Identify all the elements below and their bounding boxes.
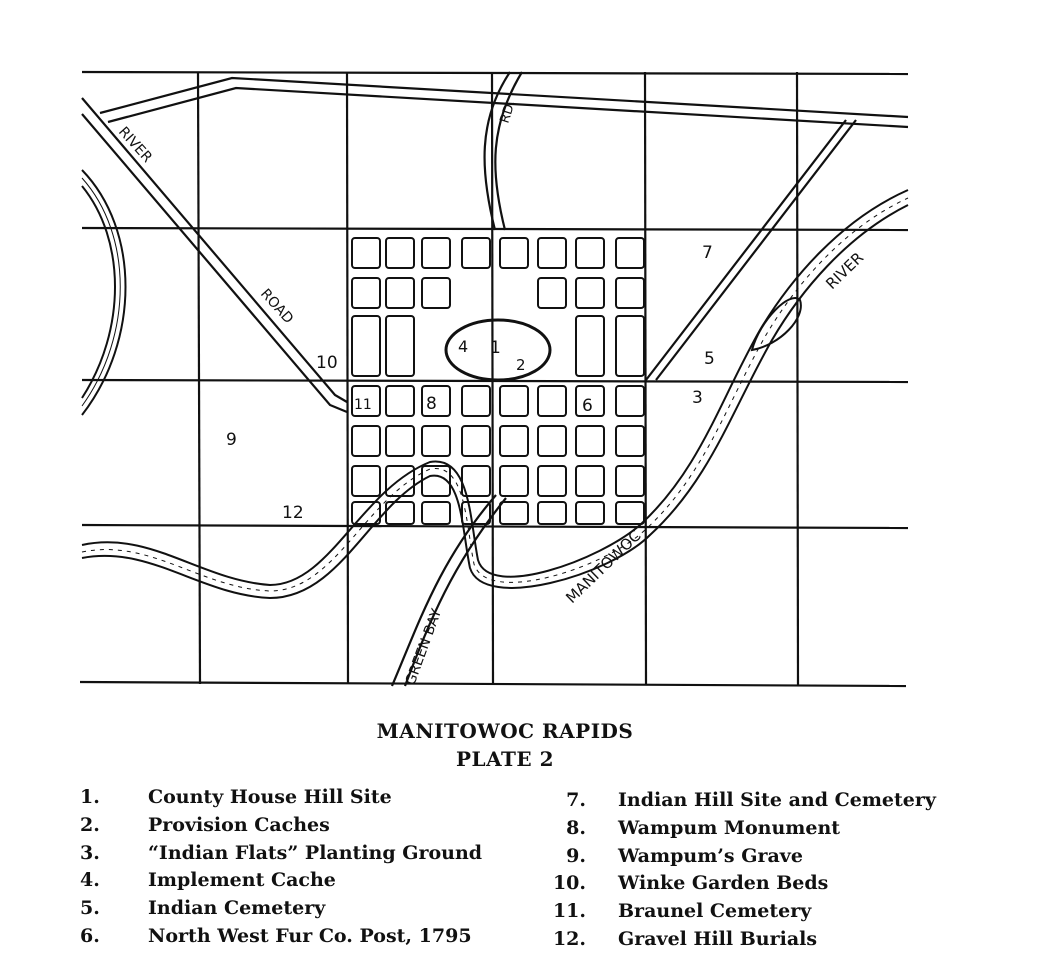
town-block — [615, 315, 645, 377]
legend-label: Wampum Monument — [618, 817, 841, 839]
site-1: 1 — [490, 338, 501, 358]
site-3: 3 — [692, 388, 703, 408]
town-block — [499, 465, 529, 497]
town-block — [421, 385, 451, 417]
legend-number: 3. — [80, 842, 100, 864]
town-block — [615, 277, 645, 309]
legend-label: Indian Cemetery — [148, 897, 326, 919]
legend-number: 2. — [80, 814, 100, 836]
town-block — [615, 425, 645, 457]
legend-label: Wampum’s Grave — [618, 845, 803, 867]
legend-number: 7. — [566, 789, 586, 811]
legend-number: 11. — [552, 900, 586, 922]
site-12: 12 — [282, 503, 304, 523]
site-4: 4 — [458, 337, 468, 356]
site-11: 11 — [354, 397, 372, 413]
town-block — [615, 385, 645, 417]
legend-number: 9. — [566, 845, 586, 867]
legend-number: 12. — [552, 928, 586, 950]
legend-label: County House Hill Site — [148, 786, 392, 808]
map-title: MANITOWOC RAPIDS — [376, 719, 634, 743]
site-8: 8 — [426, 394, 437, 414]
town-block — [575, 385, 605, 417]
town-block — [385, 385, 415, 417]
town-block — [499, 501, 529, 525]
legend-number: 5. — [80, 897, 100, 919]
legend-label: “Indian Flats” Planting Ground — [148, 842, 483, 864]
town-block — [461, 237, 491, 269]
town-block — [537, 277, 567, 309]
legend-number: 8. — [566, 817, 586, 839]
town-block — [615, 501, 645, 525]
town-block — [575, 465, 605, 497]
legend-number: 1. — [80, 786, 100, 808]
town-block — [351, 237, 381, 269]
town-block — [537, 425, 567, 457]
site-5: 5 — [704, 349, 715, 369]
legend-number: 6. — [80, 925, 100, 947]
town-block — [575, 425, 605, 457]
section-grid — [79, 70, 909, 688]
label-river-road-lower: ROAD — [257, 286, 296, 327]
legend-label: Implement Cache — [148, 869, 336, 891]
legend-label: Winke Garden Beds — [618, 872, 829, 894]
town-block — [575, 501, 605, 525]
town-blocks — [351, 237, 645, 525]
town-block — [421, 425, 451, 457]
site-2: 2 — [516, 356, 526, 374]
town-block — [421, 237, 451, 269]
site-9: 9 — [226, 430, 237, 450]
town-block — [351, 385, 381, 417]
legend-label: Gravel Hill Burials — [618, 928, 818, 950]
map: RIVER ROAD RD. GREEN BAY RIVER MANITOWOC… — [79, 70, 909, 688]
map-subtitle: PLATE 2 — [455, 747, 555, 771]
town-block — [461, 385, 491, 417]
site-7: 7 — [702, 243, 713, 263]
roads — [81, 71, 909, 687]
town-block — [499, 385, 529, 417]
legend-label: Braunel Cemetery — [618, 900, 812, 922]
town-block — [615, 465, 645, 497]
town-block — [421, 501, 451, 525]
town-block — [575, 315, 605, 377]
town-block — [499, 237, 529, 269]
legend-label: Indian Hill Site and Cemetery — [618, 789, 936, 811]
town-block — [385, 425, 415, 457]
town-block — [385, 237, 415, 269]
town-block — [499, 425, 529, 457]
town-block — [351, 465, 381, 497]
label-river: RIVER — [822, 249, 867, 293]
town-block — [421, 277, 451, 309]
town-block — [351, 277, 381, 309]
legend-number: 4. — [80, 869, 100, 891]
town-block — [461, 425, 491, 457]
town-block — [385, 501, 415, 525]
town-block — [537, 385, 567, 417]
legend-label: Provision Caches — [148, 814, 330, 836]
town-block — [615, 237, 645, 269]
town-block — [537, 465, 567, 497]
town-block — [575, 277, 605, 309]
town-block — [351, 315, 381, 377]
town-block — [351, 425, 381, 457]
town-block — [537, 237, 567, 269]
site-6: 6 — [582, 396, 593, 416]
town-block — [385, 465, 415, 497]
site-10: 10 — [316, 353, 338, 373]
legend-number: 10. — [552, 872, 586, 894]
rivers — [81, 169, 909, 600]
legend-label: North West Fur Co. Post, 1795 — [148, 925, 472, 947]
town-block — [537, 501, 567, 525]
town-block — [385, 315, 415, 377]
label-rd: RD. — [498, 99, 519, 126]
town-block — [385, 277, 415, 309]
label-manitowoc: MANITOWOC — [562, 527, 644, 607]
town-block — [575, 237, 605, 269]
